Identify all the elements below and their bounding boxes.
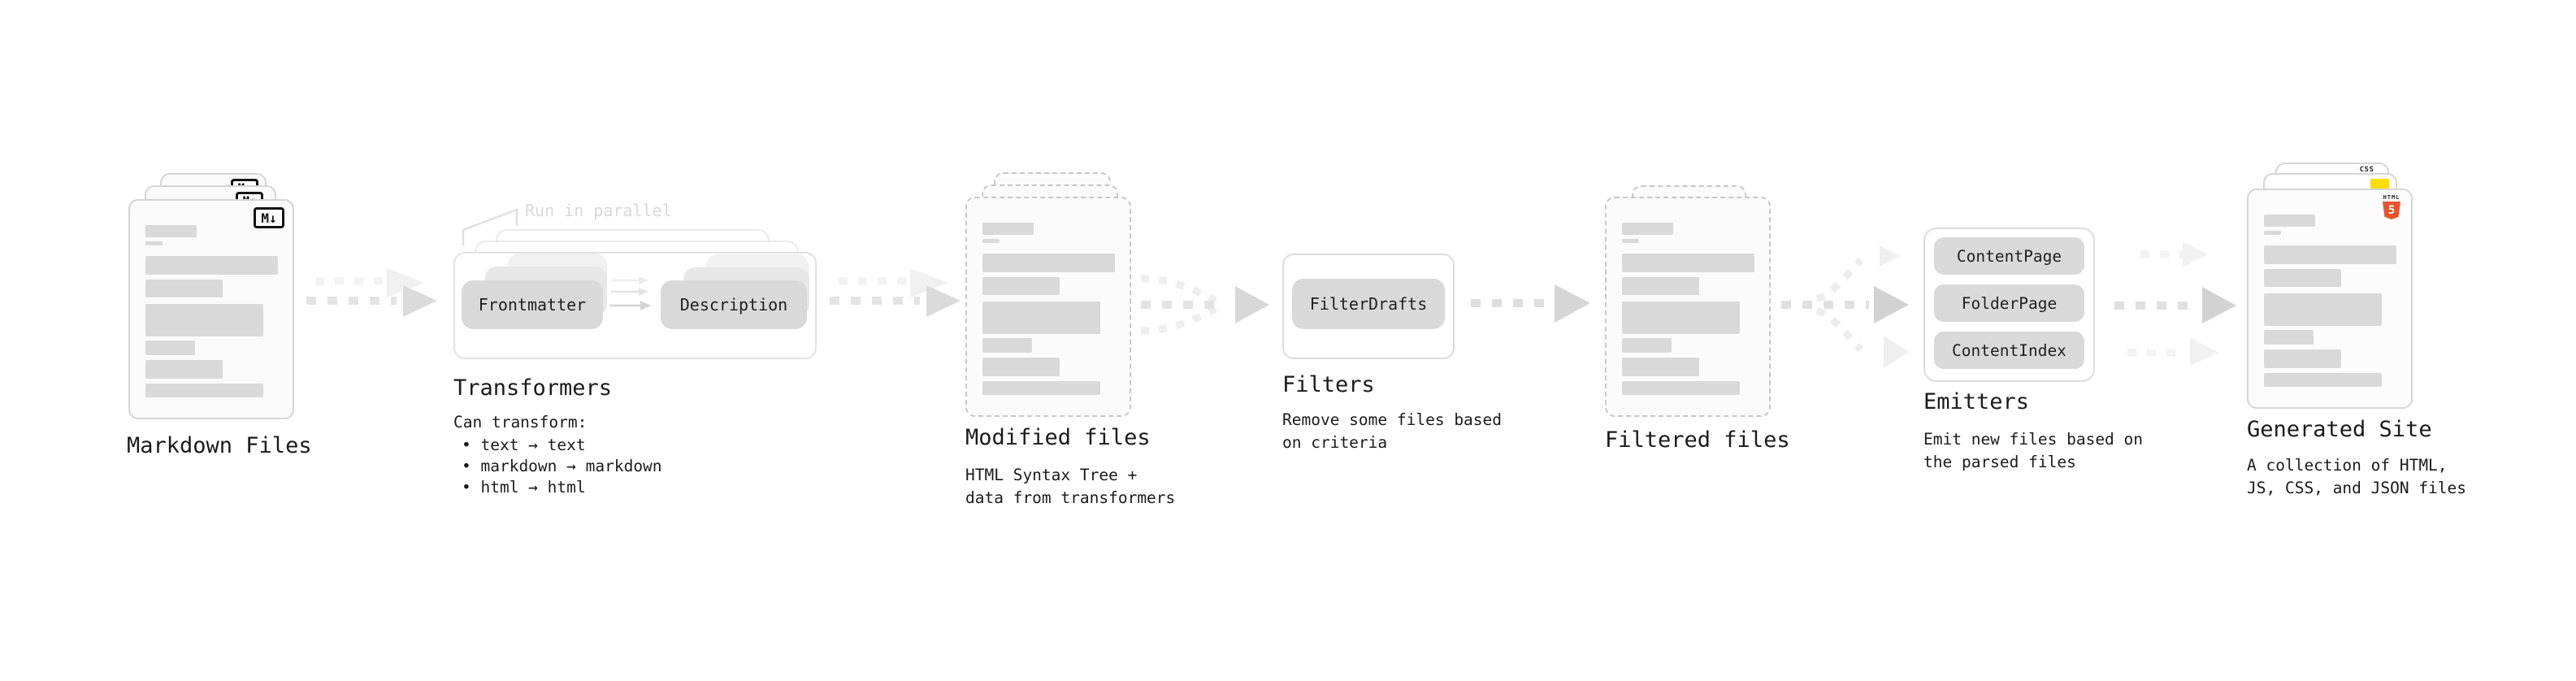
modified-file-card-front bbox=[965, 197, 1131, 417]
site-file-card-html: HTML 5 bbox=[2247, 189, 2413, 409]
document-skeleton bbox=[2264, 215, 2396, 387]
run-in-parallel-annotation: Run in parallel bbox=[525, 201, 672, 220]
text-line-placeholder bbox=[982, 301, 1100, 334]
stage-label-emitters: Emitters bbox=[1923, 389, 2030, 414]
filter-pill-filterdrafts: FilterDrafts bbox=[1292, 279, 1445, 329]
text-line-placeholder bbox=[1622, 301, 1740, 334]
text-line-placeholder bbox=[1622, 254, 1754, 272]
text-line-placeholder bbox=[2264, 231, 2281, 235]
text-line-placeholder bbox=[1622, 223, 1673, 235]
text-line-placeholder bbox=[145, 241, 163, 245]
text-line-placeholder bbox=[1622, 277, 1699, 295]
text-line-placeholder bbox=[1622, 381, 1740, 395]
text-line-placeholder bbox=[145, 256, 278, 275]
text-line-placeholder bbox=[2264, 269, 2341, 287]
text-line-placeholder bbox=[2264, 245, 2396, 264]
text-line-placeholder bbox=[2264, 373, 2382, 387]
flow-arrow-ghost bbox=[315, 268, 424, 297]
text-line-placeholder bbox=[982, 223, 1034, 235]
markdown-file-card-front: M↓ bbox=[128, 199, 294, 419]
transformers-bullet: • html → html bbox=[462, 478, 586, 497]
text-line-placeholder bbox=[145, 384, 263, 397]
stage-label-generated-site: Generated Site bbox=[2247, 417, 2432, 442]
markdown-icon: M↓ bbox=[254, 207, 284, 228]
text-line-placeholder bbox=[982, 254, 1115, 272]
text-line-placeholder bbox=[982, 358, 1060, 376]
text-line-placeholder bbox=[2264, 293, 2382, 326]
document-skeleton bbox=[145, 225, 278, 397]
filtered-file-card-front bbox=[1605, 197, 1771, 417]
transformer-pill-frontmatter: Frontmatter bbox=[462, 280, 603, 329]
stage-label-filters: Filters bbox=[1282, 372, 1375, 397]
stage-sublabel-emitters: Emit new files based on the parsed files bbox=[1923, 430, 2144, 471]
annotation-leader-line bbox=[462, 208, 518, 245]
emitter-pill-contentpage: ContentPage bbox=[1934, 237, 2084, 275]
stage-label-modified-files: Modified files bbox=[965, 425, 1151, 450]
text-line-placeholder bbox=[145, 340, 195, 355]
document-skeleton bbox=[1622, 223, 1754, 395]
stage-sublabel-filters: Remove some files based on criteria bbox=[1282, 410, 1503, 452]
js-file-icon bbox=[2370, 179, 2389, 189]
parallel-arrows-icon bbox=[609, 276, 651, 310]
transformers-bullet: • text → text bbox=[462, 436, 586, 454]
text-line-placeholder bbox=[2264, 330, 2314, 345]
flow-arrow-emitters-to-site bbox=[2114, 241, 2236, 366]
text-line-placeholder bbox=[1622, 338, 1672, 353]
stage-label-filtered-files: Filtered files bbox=[1605, 427, 1790, 453]
text-line-placeholder bbox=[145, 360, 223, 379]
flow-arrow-filtered-to-emitters bbox=[1781, 245, 1910, 368]
text-line-placeholder bbox=[982, 381, 1100, 395]
flow-arrow-filters-to-filtered bbox=[1471, 284, 1590, 323]
text-line-placeholder bbox=[1622, 239, 1639, 243]
text-line-placeholder bbox=[982, 239, 1000, 243]
flow-arrow-markdown-to-transformers bbox=[306, 268, 437, 317]
text-line-placeholder bbox=[2264, 349, 2341, 368]
text-line-placeholder bbox=[982, 338, 1032, 353]
text-line-placeholder bbox=[145, 225, 197, 237]
text-line-placeholder bbox=[2264, 215, 2315, 227]
flow-arrow-modified-to-filters bbox=[1140, 275, 1269, 335]
flow-arrow-transformers-to-modified bbox=[830, 268, 961, 317]
transformers-bullet: • markdown → markdown bbox=[462, 457, 662, 475]
emitter-pill-folderpage: FolderPage bbox=[1934, 284, 2084, 322]
html5-icon: HTML 5 bbox=[2382, 194, 2401, 219]
text-line-placeholder bbox=[145, 304, 263, 336]
text-line-placeholder bbox=[1622, 358, 1699, 376]
stage-label-markdown-files: Markdown Files bbox=[127, 433, 312, 458]
transformers-note-title: Can transform: bbox=[453, 413, 588, 432]
text-line-placeholder bbox=[145, 280, 223, 297]
emitter-pill-contentindex: ContentIndex bbox=[1934, 332, 2084, 369]
transformer-pill-description: Description bbox=[661, 280, 807, 329]
document-skeleton bbox=[982, 223, 1115, 395]
flow-arrow-ghost bbox=[839, 268, 948, 297]
text-line-placeholder bbox=[982, 277, 1060, 295]
stage-sublabel-generated-site: A collection of HTML, JS, CSS, and JSON … bbox=[2247, 456, 2467, 497]
stage-label-transformers: Transformers bbox=[453, 375, 613, 401]
stage-sublabel-modified-files: HTML Syntax Tree + data from transformer… bbox=[965, 466, 1176, 507]
